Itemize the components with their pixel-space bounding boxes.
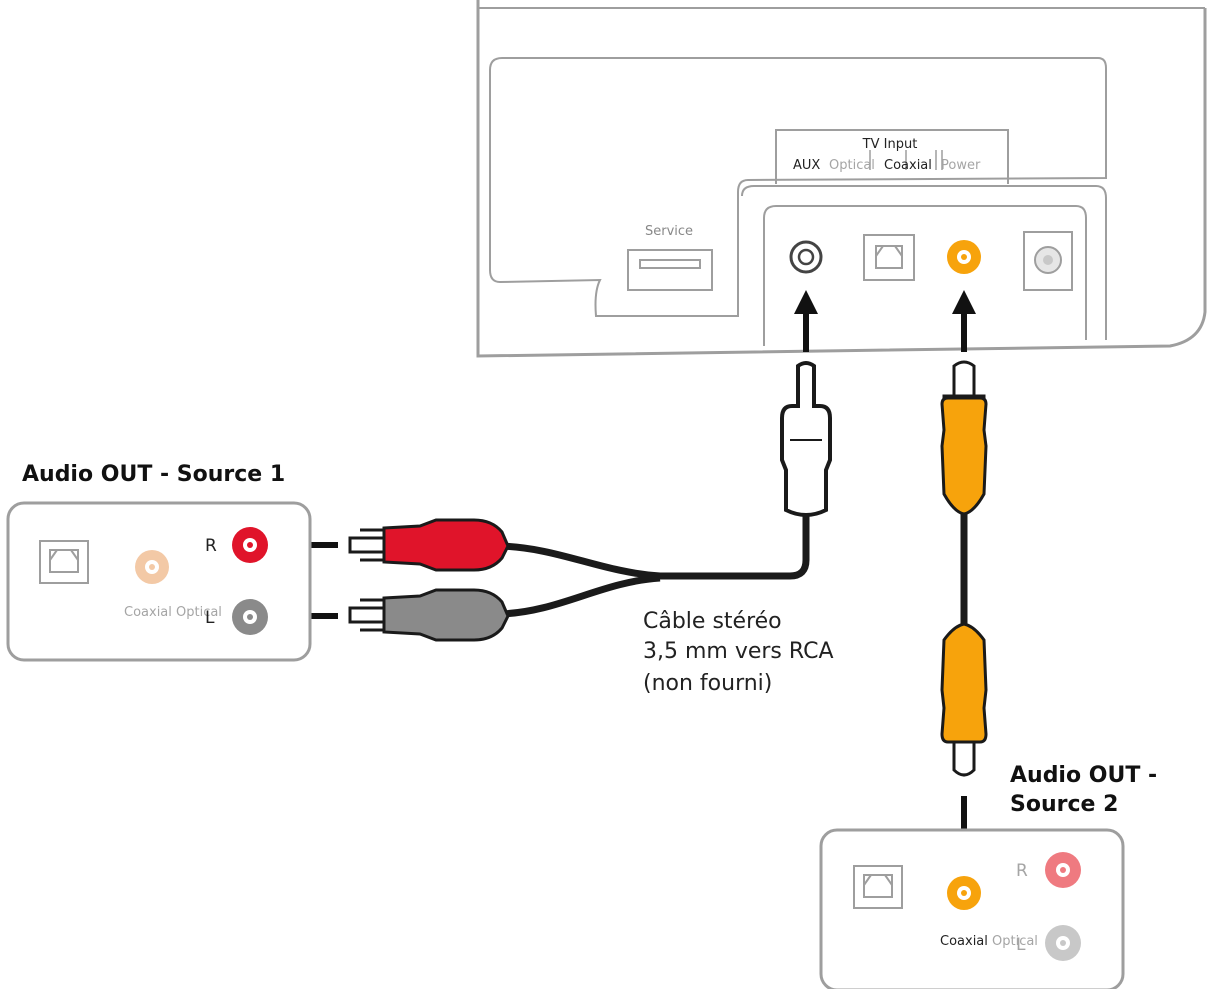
port-label-bracket bbox=[775, 129, 1009, 184]
cable-caption: Câble stéréo 3,5 mm vers RCA (non fourni… bbox=[643, 609, 834, 696]
port-panel-outer bbox=[741, 185, 1107, 340]
source2-optical-label: Optical bbox=[992, 934, 1038, 949]
source1-coaxial-label: Coaxial bbox=[124, 605, 172, 620]
port-label-coaxial: Coaxial bbox=[884, 158, 932, 173]
coaxial-plug-top bbox=[940, 360, 988, 516]
service-label: Service bbox=[645, 224, 693, 239]
optical-port bbox=[863, 234, 915, 281]
source2-rca-r-port bbox=[1045, 852, 1081, 888]
source2-rca-l-port bbox=[1045, 925, 1081, 961]
source2-optical-port bbox=[853, 865, 903, 909]
source1-l-label: L bbox=[205, 608, 215, 628]
source1-optical-port bbox=[39, 540, 89, 584]
stereo-cable bbox=[348, 361, 832, 642]
tv-input-label: TV Input bbox=[862, 137, 918, 152]
power-port bbox=[1023, 231, 1073, 291]
source2-coaxial-label: Coaxial bbox=[940, 934, 988, 949]
service-usb-port bbox=[627, 249, 713, 291]
source2-title-line1: Audio OUT - bbox=[1010, 763, 1157, 788]
source2-l-label: L bbox=[1016, 935, 1026, 955]
aux-plug bbox=[780, 361, 832, 517]
port-label-optical: Optical bbox=[829, 158, 875, 173]
source1-rca-l-port bbox=[232, 599, 268, 635]
stereo-cable-wire-gray bbox=[499, 574, 661, 618]
source1-title: Audio OUT - Source 1 bbox=[22, 462, 285, 487]
source1-rca-r-port bbox=[232, 527, 268, 563]
port-label-power: Power bbox=[941, 158, 981, 173]
source2-title-line2: Source 2 bbox=[1010, 792, 1118, 817]
soundbar-rear-panel: TV Input AUX Optical Coaxial Power Servi… bbox=[476, 0, 1207, 358]
recess-outline bbox=[489, 57, 1107, 317]
source2-coaxial-port bbox=[947, 876, 981, 910]
port-label-divider bbox=[869, 150, 943, 170]
coaxial-port bbox=[947, 240, 981, 274]
cable-caption-line2: 3,5 mm vers RCA bbox=[643, 639, 834, 664]
source1-optical-label: Optical bbox=[176, 605, 222, 620]
source2-box bbox=[819, 828, 1125, 989]
coaxial-plug-bottom bbox=[940, 622, 988, 777]
cable-caption-line3: (non fourni) bbox=[643, 671, 772, 696]
source2-r-label: R bbox=[1016, 861, 1028, 881]
coaxial-cable bbox=[940, 360, 988, 777]
port-panel-inner bbox=[763, 205, 1087, 346]
port-label-aux: AUX bbox=[793, 158, 820, 173]
aux-jack-port bbox=[789, 240, 823, 274]
source2-device: Audio OUT - Source 2 Coaxial Optical R L bbox=[819, 763, 1157, 989]
source1-device: Audio OUT - Source 1 Coaxial Optical R L bbox=[6, 462, 312, 662]
rca-plug-red bbox=[348, 518, 510, 572]
source1-r-label: R bbox=[205, 536, 217, 556]
rca-plug-gray bbox=[348, 588, 510, 642]
cable-caption-line1: Câble stéréo bbox=[643, 609, 782, 634]
source1-coaxial-port bbox=[135, 550, 169, 584]
stereo-cable-wire-red bbox=[499, 514, 810, 580]
